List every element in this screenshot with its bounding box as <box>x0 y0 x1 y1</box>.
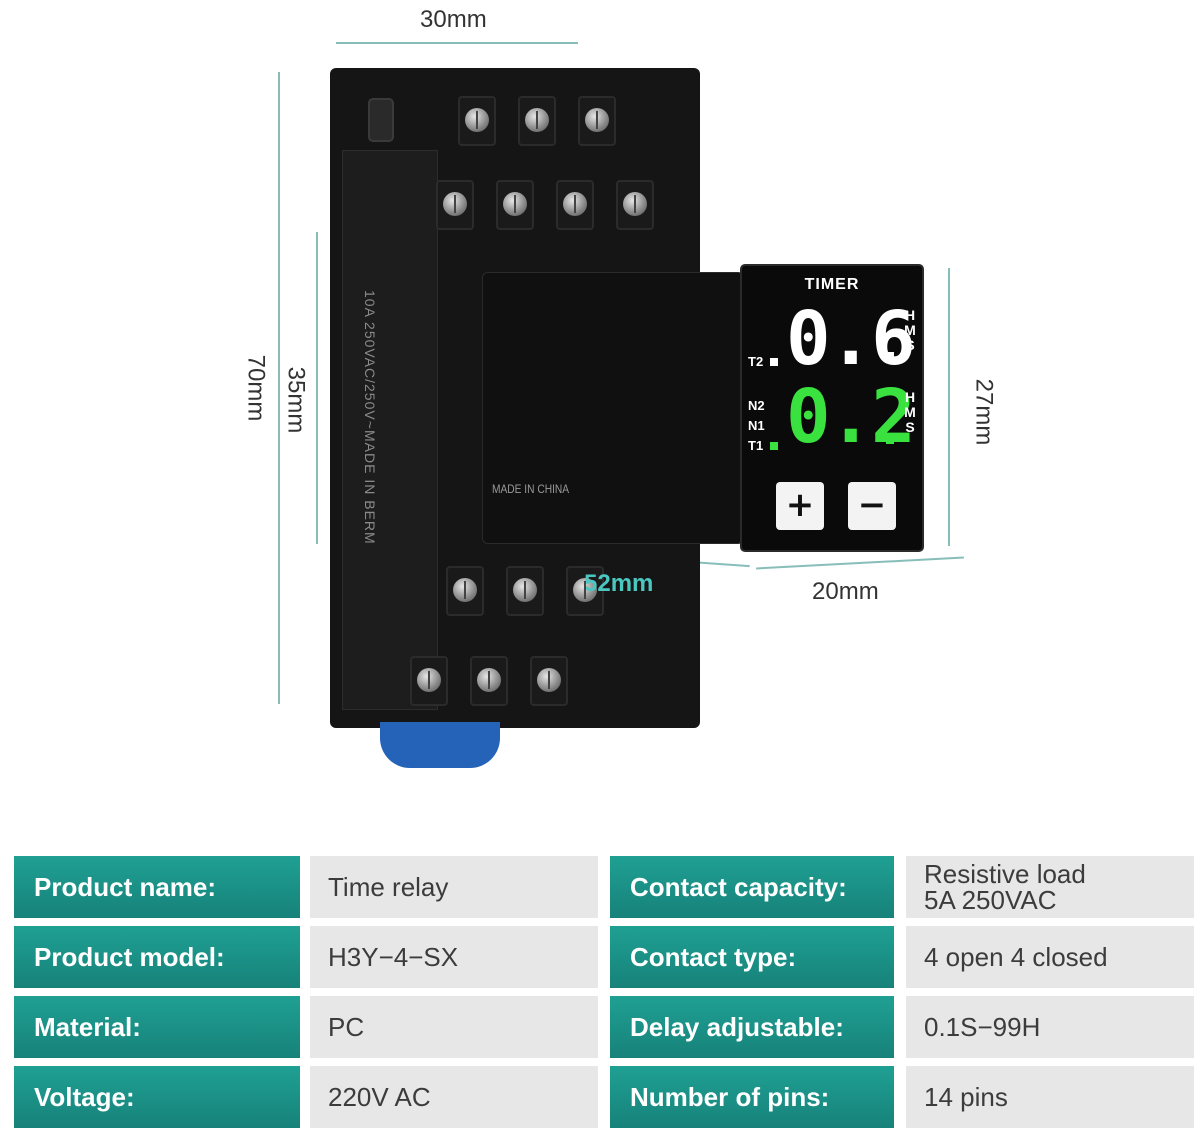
terminal-screw-icon <box>470 656 508 706</box>
table-row: Voltage: 220V AC Number of pins: 14 pins <box>14 1066 1194 1128</box>
dim-label-depth: 20mm <box>812 578 879 605</box>
terminal-screw-icon <box>530 656 568 706</box>
spec-value: PC <box>310 996 598 1058</box>
dim-line-total-height <box>278 72 280 704</box>
relay-module-body <box>482 272 744 544</box>
unit-m: M <box>904 404 916 420</box>
t2-indicator-icon <box>770 358 778 366</box>
dim-label-total-height: 70mm <box>242 354 270 422</box>
module-marking: MADE IN CHINA <box>492 482 570 496</box>
dim-line-top <box>336 42 578 44</box>
unit-h: H <box>904 389 916 405</box>
label-t1: T1 <box>748 438 764 453</box>
dim-line-body-height <box>316 232 318 544</box>
terminal-screw-icon <box>556 180 594 230</box>
terminal-screw-icon <box>566 566 604 616</box>
product-figure: 30mm 70mm 35mm 27mm 20mm 10A 250VAC/250V… <box>242 6 998 768</box>
din-rail-clip <box>380 722 500 768</box>
spec-label: Material: <box>14 996 300 1058</box>
base-marking-rating: 10A 250VAC/250V~ <box>362 290 378 430</box>
spec-label: Product model: <box>14 926 300 988</box>
plus-button[interactable]: + <box>776 482 824 530</box>
terminal-screw-icon <box>506 566 544 616</box>
spec-label: Delay adjustable: <box>610 996 894 1058</box>
spec-label: Contact capacity: <box>610 856 894 918</box>
dim-label-face-height: 27mm <box>970 378 998 446</box>
indicator-led-icon <box>886 352 894 360</box>
dim-label-top-width: 30mm <box>420 6 487 33</box>
base-marking-text: 10A 250VAC/250V~ MADE IN BERM <box>362 290 392 545</box>
dim-label-body-height: 35mm <box>282 366 310 434</box>
base-marking-origin: MADE IN BERM <box>362 429 378 545</box>
mounting-slot <box>368 98 394 142</box>
unit-s: S <box>905 419 915 435</box>
timer-top-display: 0.6 <box>786 296 916 382</box>
label-n2: N2 <box>748 398 765 413</box>
spec-label: Voltage: <box>14 1066 300 1128</box>
unit-s: S <box>905 337 915 353</box>
terminal-screw-icon <box>496 180 534 230</box>
t1-indicator-icon <box>770 442 778 450</box>
spec-value: 14 pins <box>906 1066 1194 1128</box>
terminal-screw-icon <box>518 96 556 146</box>
spec-value: 220V AC <box>310 1066 598 1128</box>
timer-title: TIMER <box>804 276 860 293</box>
timer-face-panel: TIMER 0.6 0.2 H M S H M S T2 N2 N1 T1 + … <box>740 264 924 552</box>
top-unit-column: H M S <box>902 308 918 353</box>
spec-value: H3Y−4−SX <box>310 926 598 988</box>
unit-m: M <box>904 322 916 338</box>
spec-value: Resistive load 5A 250VAC <box>906 856 1194 918</box>
unit-h: H <box>904 307 916 323</box>
terminal-screw-icon <box>578 96 616 146</box>
table-row: Material: PC Delay adjustable: 0.1S−99H <box>14 996 1194 1058</box>
terminal-screw-icon <box>436 180 474 230</box>
dim-line-face-height <box>948 268 950 546</box>
dim-label-module-length: 52mm <box>584 570 654 597</box>
terminal-screw-icon <box>616 180 654 230</box>
minus-button[interactable]: − <box>848 482 896 530</box>
spec-value: Time relay <box>310 856 598 918</box>
spec-value: 4 open 4 closed <box>906 926 1194 988</box>
timer-bottom-display: 0.2 <box>786 374 916 460</box>
bottom-unit-column: H M S <box>902 390 918 435</box>
spec-value: 0.1S−99H <box>906 996 1194 1058</box>
table-row: Product name: Time relay Contact capacit… <box>14 856 1194 918</box>
table-row: Product model: H3Y−4−SX Contact type: 4 … <box>14 926 1194 988</box>
indicator-led-icon <box>886 436 894 444</box>
spec-label: Number of pins: <box>610 1066 894 1128</box>
spec-label: Product name: <box>14 856 300 918</box>
dim-line-depth <box>756 556 964 570</box>
spec-label: Contact type: <box>610 926 894 988</box>
label-n1: N1 <box>748 418 765 433</box>
terminal-screw-icon <box>410 656 448 706</box>
terminal-screw-icon <box>446 566 484 616</box>
din-rail-section <box>342 150 438 710</box>
terminal-screw-icon <box>458 96 496 146</box>
label-t2: T2 <box>748 354 764 369</box>
